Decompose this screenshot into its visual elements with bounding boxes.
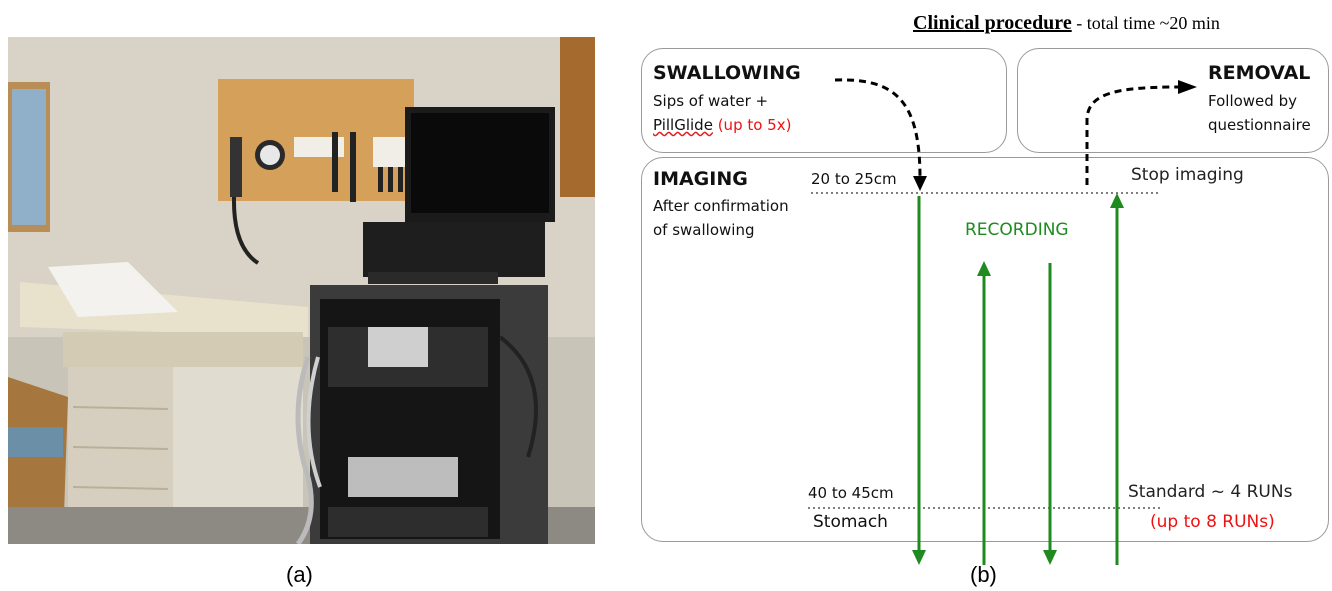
pillglide-text: PillGlide bbox=[653, 116, 713, 134]
imaging-line2: of swallowing bbox=[653, 221, 755, 239]
up-to-5x-text: (up to 5x) bbox=[712, 116, 792, 134]
swallowing-line1: Sips of water + bbox=[653, 92, 769, 110]
imaging-heading: IMAGING bbox=[653, 168, 748, 190]
photo-caption: (a) bbox=[286, 562, 313, 587]
imaging-line1: After confirmation bbox=[653, 197, 789, 215]
removal-heading: REMOVAL bbox=[1208, 62, 1311, 84]
swallowing-line2: PillGlide (up to 5x) bbox=[653, 116, 791, 134]
standard-runs-label: Standard ~ 4 RUNs bbox=[1128, 482, 1293, 502]
depth-top-label: 20 to 25cm bbox=[811, 170, 897, 188]
recording-label: RECORDING bbox=[965, 220, 1069, 240]
diagram-caption: (b) bbox=[970, 562, 997, 587]
removal-line1: Followed by bbox=[1208, 92, 1297, 110]
up-to-8-runs-label: (up to 8 RUNs) bbox=[1150, 512, 1275, 532]
swallowing-heading: SWALLOWING bbox=[653, 62, 801, 84]
diagram-title-main: Clinical procedure bbox=[913, 12, 1072, 34]
stomach-label: Stomach bbox=[813, 512, 888, 532]
green-down-arrowhead-2 bbox=[1043, 550, 1057, 565]
exam-room-photo bbox=[8, 37, 595, 544]
diagram-title-suffix: - total time ~20 min bbox=[1071, 13, 1220, 33]
exam-room-illustration bbox=[8, 37, 595, 544]
swallowing-box bbox=[641, 48, 1007, 153]
stop-imaging-label: Stop imaging bbox=[1131, 165, 1244, 185]
green-down-arrowhead-1 bbox=[912, 550, 926, 565]
diagram-title: Clinical procedure - total time ~20 min bbox=[913, 12, 1220, 35]
depth-bottom-label: 40 to 45cm bbox=[808, 484, 894, 502]
removal-line2: questionnaire bbox=[1208, 116, 1311, 134]
